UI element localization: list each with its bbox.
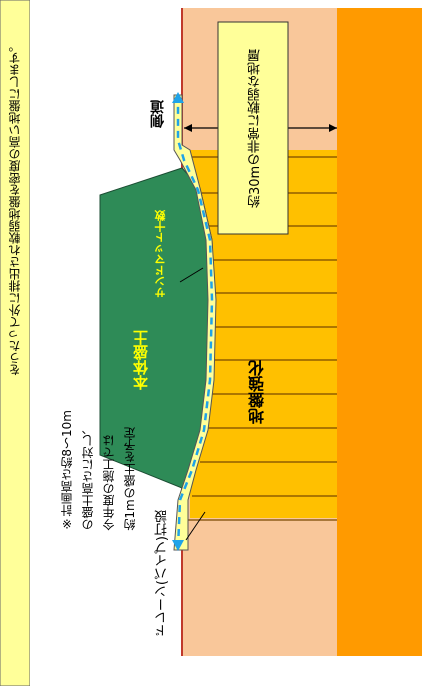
drain-pipe-label: ドレーン(パイプ)打設	[155, 510, 170, 638]
deep-soil	[337, 8, 422, 656]
embankment-label: 本体盛土	[132, 330, 150, 390]
plan-note-line-4: 約1mの盛土を予定	[123, 427, 137, 531]
left-note-text: をうたって外に排出され軟弱地盤を密度の高い地盤にします。	[8, 40, 22, 376]
sand-mat	[173, 94, 217, 551]
flow-arrowheads	[172, 92, 184, 551]
plan-note: 約1mの盛土を予定 今年度の施工では の盛土高さに対し、 ※計画高さ約8～10m	[58, 410, 138, 531]
ground-improvement-label: 地盤強化	[248, 360, 267, 424]
weak-layer-label: 約30mの非常に軟弱な地層	[248, 48, 263, 208]
plan-note-line-1: ※計画高さ約8～10m	[60, 410, 74, 531]
sand-mat-label: サンドマット十数	[154, 210, 167, 298]
plan-note-line-2: の盛土高さに対し、	[81, 422, 95, 531]
side-road-label: 側道	[150, 100, 166, 128]
plan-note-line-3: 今年度の施工では	[102, 434, 116, 531]
